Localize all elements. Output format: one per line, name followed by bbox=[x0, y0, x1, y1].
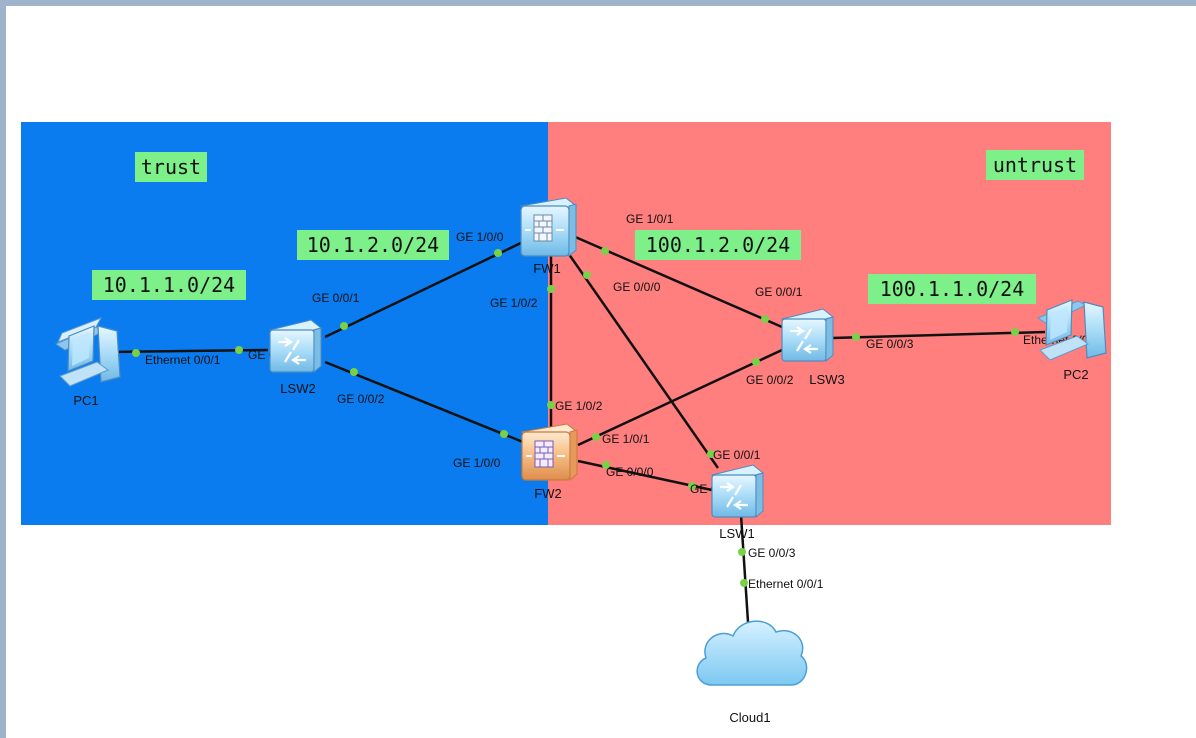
untrust-zone-label: untrust bbox=[993, 153, 1077, 177]
lsw3-node[interactable]: LSW3 bbox=[780, 308, 845, 387]
port-dots bbox=[132, 247, 1019, 587]
firewall-icon bbox=[519, 197, 578, 258]
net-10-1-1-bg bbox=[92, 270, 246, 300]
pc-icon bbox=[54, 317, 121, 387]
net-100-1-2-bg bbox=[635, 230, 801, 260]
fw1-label: FW1 bbox=[533, 261, 560, 276]
lsw1-label: LSW1 bbox=[719, 526, 754, 541]
port-label-fw2-ge102: GE 1/0/2 bbox=[555, 399, 603, 413]
port-label-lsw2-ge002: GE 0/0/2 bbox=[337, 392, 385, 406]
switch-icon bbox=[710, 464, 765, 519]
link-lsw1-cloud1[interactable] bbox=[739, 514, 750, 623]
net-10-1-2-bg bbox=[297, 230, 449, 260]
cloud1-label: Cloud1 bbox=[729, 710, 770, 725]
cloud-icon bbox=[696, 620, 808, 686]
port-label-fw1-ge102: GE 1/0/2 bbox=[490, 296, 538, 310]
fw2-node[interactable]: FW2 bbox=[520, 423, 579, 501]
link-fw2-lsw3[interactable] bbox=[577, 348, 783, 447]
port-label-lsw2-ge001: GE 0/0/1 bbox=[312, 291, 360, 305]
port-label-lsw3-ge001: GE 0/0/1 bbox=[755, 285, 803, 299]
untrust-zone-label-bg bbox=[986, 150, 1084, 180]
port-label-lsw3-ge002: GE 0/0/2 bbox=[746, 373, 794, 387]
port-label-fw1-ge000: GE 0/0/0 bbox=[613, 280, 661, 294]
fw1-node[interactable]: FW1 bbox=[519, 197, 578, 276]
port-label-lsw1-ge003: GE 0/0/3 bbox=[748, 546, 796, 560]
lsw1-node[interactable]: LSW1 bbox=[710, 464, 765, 541]
port-label-fw1-ge101: GE 1/0/1 bbox=[626, 212, 674, 226]
port-label-lsw1-ge001: GE 0/0/1 bbox=[713, 448, 761, 462]
port-label-fw1-ge100: GE 1/0/0 bbox=[456, 230, 504, 244]
lsw2-node[interactable]: LSW2 bbox=[268, 319, 323, 396]
net-100-1-1-bg bbox=[868, 274, 1036, 304]
pc1-label: PC1 bbox=[73, 393, 98, 408]
lsw2-label: LSW2 bbox=[280, 381, 315, 396]
cloud1-node[interactable]: Cloud1 bbox=[696, 620, 808, 725]
trust-zone-label-bg bbox=[135, 152, 207, 182]
pc1-node[interactable]: PC1 bbox=[54, 317, 121, 408]
switch-icon bbox=[780, 308, 835, 363]
trust-zone bbox=[21, 122, 548, 525]
link-lsw2-fw1[interactable] bbox=[324, 240, 524, 339]
link-fw1-lsw1[interactable] bbox=[564, 249, 720, 469]
port-label-pc1-eth001: Ethernet 0/0/1 bbox=[145, 353, 221, 367]
port-label-lsw3-ge003: GE 0/0/3 bbox=[866, 337, 914, 351]
net-10-1-1-label: 10.1.1.0/24 bbox=[103, 273, 235, 297]
pc-icon bbox=[1036, 299, 1107, 361]
pc2-node[interactable]: PC2 bbox=[1036, 299, 1107, 382]
fw2-label: FW2 bbox=[534, 486, 561, 501]
switch-icon bbox=[268, 319, 323, 374]
pc2-label: PC2 bbox=[1063, 367, 1088, 382]
port-label-cloud1-eth001: Ethernet 0/0/1 bbox=[748, 577, 824, 591]
link-lsw2-fw2[interactable] bbox=[324, 360, 524, 444]
trust-zone-label: trust bbox=[141, 155, 201, 179]
lsw3-label: LSW3 bbox=[809, 372, 844, 387]
link-lsw3-pc2[interactable] bbox=[831, 330, 1046, 340]
net-100-1-2-label: 100.1.2.0/24 bbox=[646, 233, 791, 257]
port-label-fw2-ge101: GE 1/0/1 bbox=[602, 432, 650, 446]
net-10-1-2-label: 10.1.2.0/24 bbox=[307, 233, 439, 257]
net-100-1-1-label: 100.1.1.0/24 bbox=[880, 277, 1025, 301]
port-label-fw2-ge000: GE 0/0/0 bbox=[606, 465, 654, 479]
port-label-fw2-ge100: GE 1/0/0 bbox=[453, 456, 501, 470]
firewall-icon bbox=[520, 423, 579, 482]
